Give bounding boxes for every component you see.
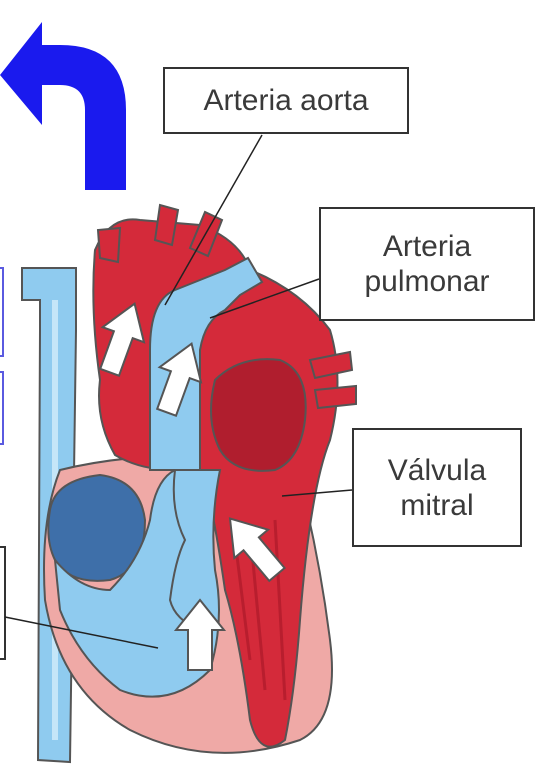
label-valvula-mitral: Válvula mitral	[352, 428, 522, 547]
label-valvula-mitral-line2: mitral	[400, 488, 473, 523]
cropped-label-box-top	[0, 268, 3, 356]
cropped-label-box-bottom	[0, 547, 5, 659]
label-arteria-pulmonar: Arteria pulmonar	[319, 207, 535, 321]
label-arteria-aorta: Arteria aorta	[163, 67, 409, 134]
label-arteria-pulmonar-line2: pulmonar	[364, 264, 489, 299]
label-valvula-mitral-line1: Válvula	[388, 453, 486, 488]
label-arteria-aorta-text: Arteria aorta	[203, 83, 368, 118]
u-turn-arrow-icon	[0, 22, 126, 190]
cropped-label-box-middle	[0, 372, 3, 444]
label-arteria-pulmonar-line1: Arteria	[383, 229, 471, 264]
